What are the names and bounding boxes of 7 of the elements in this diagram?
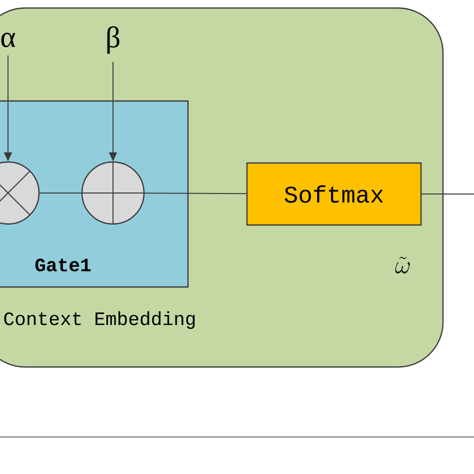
softmax-box: Softmax [246, 162, 422, 226]
connector-line [39, 192, 82, 194]
symbol-label: β [107, 26, 120, 54]
symbol-label: $\tilde{\omega}$ [395, 256, 410, 274]
connector-line [144, 192, 247, 194]
add-circle [81, 161, 145, 225]
symbol-label: α [1, 32, 16, 48]
